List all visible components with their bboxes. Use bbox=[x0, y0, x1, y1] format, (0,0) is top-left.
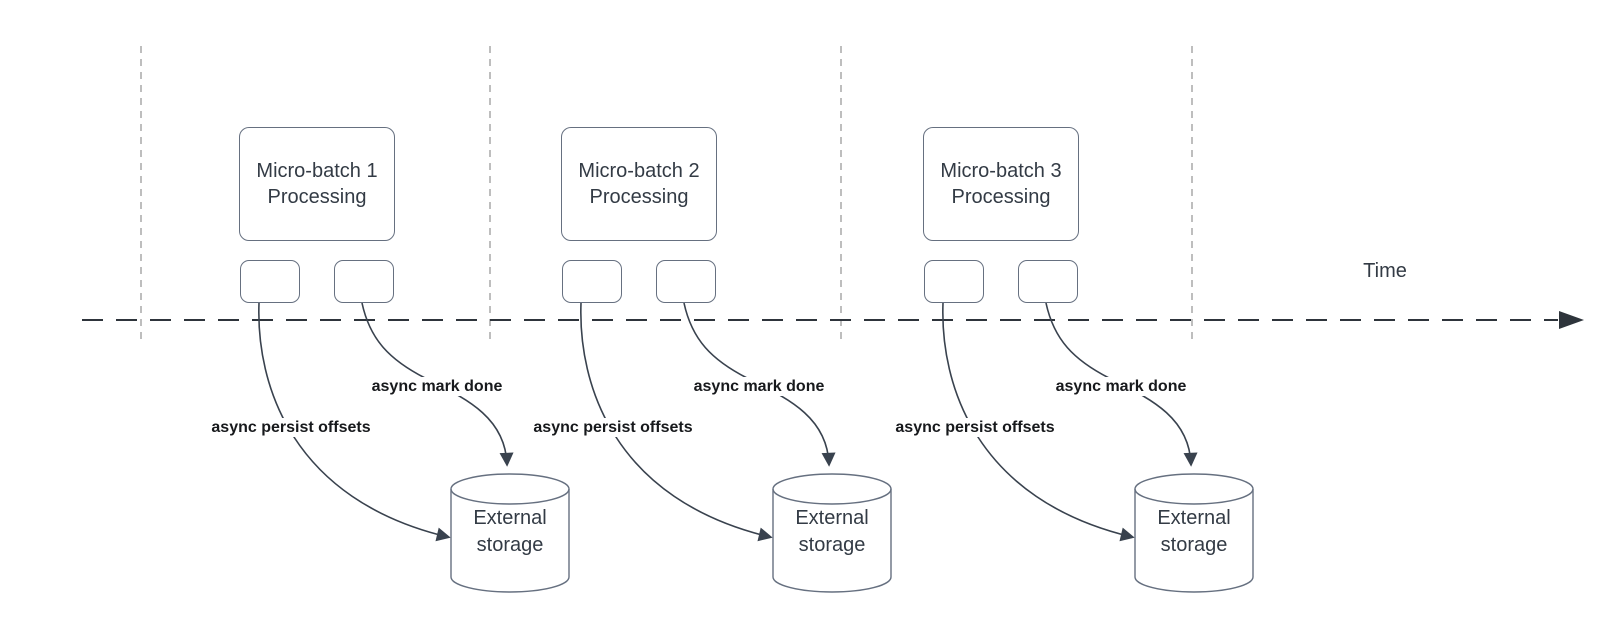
persist-offsets-label-3: async persist offsets bbox=[892, 418, 1058, 437]
mark-done-label-3: async mark done bbox=[1052, 377, 1190, 396]
micro-batch-title-2: Micro-batch 2 Processing bbox=[578, 160, 700, 208]
storage-cylinder-1 bbox=[450, 473, 570, 593]
micro-batch-box-3: Micro-batch 3 Processing bbox=[923, 127, 1079, 241]
mark-done-task-box-1 bbox=[334, 260, 394, 303]
micro-batch-box-2: Micro-batch 2 Processing bbox=[561, 127, 717, 241]
micro-batch-box-1: Micro-batch 1 Processing bbox=[239, 127, 395, 241]
micro-batch-title-3: Micro-batch 3 Processing bbox=[940, 160, 1062, 208]
micro-batch-title-1: Micro-batch 1 Processing bbox=[256, 160, 378, 208]
storage-cylinder-top-edge-3 bbox=[1134, 488, 1254, 505]
time-axis-arrowhead-icon bbox=[1559, 311, 1584, 329]
storage-cylinder-3 bbox=[1134, 473, 1254, 593]
storage-label-2: External storage bbox=[795, 507, 869, 556]
mark-done-task-box-2 bbox=[656, 260, 716, 303]
mark-done-label-1: async mark done bbox=[368, 377, 506, 396]
time-axis-label: Time bbox=[1363, 260, 1407, 282]
storage-label-1: External storage bbox=[473, 507, 547, 556]
storage-label-3: External storage bbox=[1157, 507, 1231, 556]
storage-cylinder-top-edge-1 bbox=[450, 488, 570, 505]
persist-offsets-label-2: async persist offsets bbox=[530, 418, 696, 437]
storage-cylinder-top-edge-2 bbox=[772, 488, 892, 505]
storage-cylinder-2 bbox=[772, 473, 892, 593]
mark-done-label-2: async mark done bbox=[690, 377, 828, 396]
mark-done-task-box-3 bbox=[1018, 260, 1078, 303]
offset-task-box-2 bbox=[562, 260, 622, 303]
persist-offsets-label-1: async persist offsets bbox=[208, 418, 374, 437]
offset-task-box-1 bbox=[240, 260, 300, 303]
offset-task-box-3 bbox=[924, 260, 984, 303]
